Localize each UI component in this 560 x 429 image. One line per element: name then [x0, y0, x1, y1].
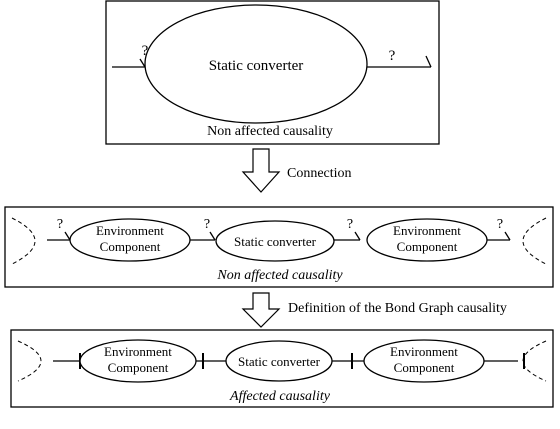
down-arrow-icon — [241, 292, 281, 328]
causality-mark-3: ? — [347, 217, 353, 232]
env-right-line2: Component — [397, 239, 458, 254]
env-right-line1: Environment — [390, 344, 458, 359]
static-converter-label-3: Static converter — [238, 354, 321, 369]
static-converter-node-2 — [215, 220, 335, 262]
left-environment-arc — [17, 340, 42, 382]
environment-component-left — [69, 218, 191, 262]
env-left-line2: Component — [108, 360, 169, 375]
bond-1-half-arrow — [64, 231, 71, 241]
connection-arrow: Connection — [241, 148, 352, 193]
panel3-caption: Affected causality — [229, 389, 331, 404]
causality-mark-2: ? — [204, 217, 210, 232]
right-environment-arc — [522, 340, 547, 382]
definition-label: Definition of the Bond Graph causality — [288, 301, 507, 316]
connection-label: Connection — [287, 166, 352, 181]
bond-3-half-arrow — [354, 231, 361, 241]
static-converter-label-2: Static converter — [234, 234, 317, 249]
panel3-frame — [10, 329, 554, 408]
env-left-line2: Component — [100, 239, 161, 254]
environment-component-left — [79, 339, 197, 383]
panel-non-affected-chain: ? ? ? ? Environment Component Static con… — [4, 206, 554, 288]
panel-affected-chain: Environment Component Static converter E… — [10, 329, 554, 408]
left-bond-half-arrow — [139, 58, 146, 68]
left-environment-arc — [11, 217, 36, 265]
causality-mark-1: ? — [57, 217, 63, 232]
panel2-frame — [4, 206, 554, 288]
left-causality-mark: ? — [142, 43, 149, 59]
definition-arrow: Definition of the Bond Graph causality — [241, 292, 507, 328]
env-left-line1: Environment — [96, 223, 164, 238]
static-converter-label: Static converter — [209, 58, 304, 74]
bond-4-half-arrow — [504, 231, 511, 241]
environment-component-right — [366, 218, 488, 262]
env-right-line2: Component — [394, 360, 455, 375]
bond-2-half-arrow — [209, 231, 216, 241]
right-bond-half-arrow — [425, 55, 432, 68]
static-converter-node — [144, 4, 368, 124]
environment-component-right — [363, 339, 485, 383]
panel1-frame — [105, 0, 440, 145]
panel-non-affected-single: Static converter ? ? Non affected causal… — [105, 0, 440, 145]
panel1-caption: Non affected causality — [207, 124, 333, 139]
env-right-line1: Environment — [393, 223, 461, 238]
right-causality-mark: ? — [389, 48, 396, 64]
causality-mark-4: ? — [497, 217, 503, 232]
right-environment-arc — [522, 217, 547, 265]
static-converter-node-3 — [225, 340, 333, 382]
env-left-line1: Environment — [104, 344, 172, 359]
down-arrow-icon — [241, 148, 281, 193]
panel2-caption: Non affected causality — [216, 268, 343, 283]
